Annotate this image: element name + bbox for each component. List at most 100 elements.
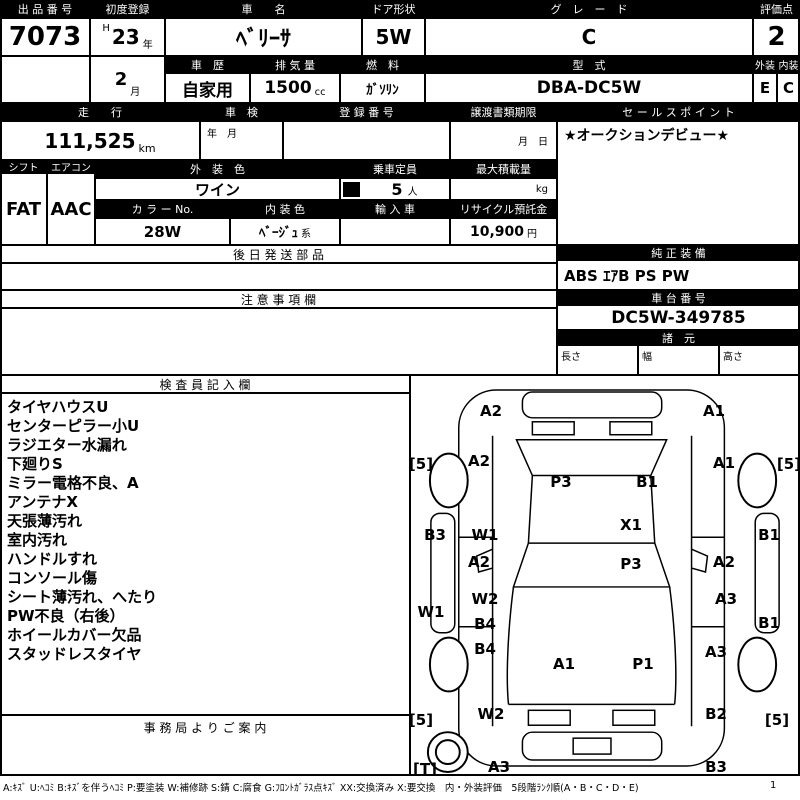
year-value: 23 <box>111 25 140 49</box>
damage-code-label: B4 <box>474 640 496 658</box>
left-rocker-panel <box>430 512 456 634</box>
inspector-note: 天張薄汚れ <box>7 512 83 530</box>
inspector-note: コンソール傷 <box>7 569 98 587</box>
damage-code-label: A2 <box>712 553 736 571</box>
right-rocker-panel <box>754 512 780 634</box>
damage-code-label: W1 <box>471 526 499 544</box>
inspector-note: 室内汚れ <box>7 531 68 549</box>
headlight-left <box>527 709 571 726</box>
damage-code-label: W1 <box>417 603 445 621</box>
tail-light-left <box>531 421 575 436</box>
sales-point-value: ★オークションデビュー★ <box>557 121 800 245</box>
rear-right-wheel <box>737 452 778 509</box>
shaken-value: 年 月 <box>200 121 283 160</box>
damage-code-label: P1 <box>632 655 654 673</box>
car-body-outline <box>458 389 726 767</box>
exterior-score-value: E <box>753 73 777 103</box>
inspector-note: タイヤハウスU <box>7 398 109 416</box>
mileage-value: 111,525 km <box>0 121 200 160</box>
office-info-label: 事 務 局 よ り ご 案 内 <box>143 721 267 735</box>
damage-code-label: [5] <box>408 711 434 729</box>
capacity-marker <box>343 181 360 197</box>
model-code-header: 型 式 <box>425 56 753 73</box>
first-registration-header: 初度登録 <box>90 0 165 18</box>
headlight-right <box>612 709 656 726</box>
color-number-value: 28W <box>95 218 230 245</box>
first-registration-month: 2 月 <box>90 56 165 103</box>
aircon-value: AAC <box>47 173 95 245</box>
interior-color-suffix: 系 <box>301 229 311 240</box>
damage-code-label: A3 <box>704 643 728 661</box>
tail-light-right <box>609 421 653 436</box>
spec-width-label: 幅 <box>642 352 652 363</box>
inspector-note: PW不良（右後） <box>7 607 125 625</box>
damage-code-label: X1 <box>619 516 643 534</box>
shift-header: シフト <box>0 160 47 173</box>
spec-width-cell: 幅 <box>638 345 719 375</box>
damage-code-label: A2 <box>467 452 491 470</box>
damage-code-label: P3 <box>550 473 572 491</box>
transfer-deadline-value: 月 日 <box>450 121 557 160</box>
late-shipped-parts-header: 後 日 発 送 部 品 <box>0 245 557 263</box>
transfer-deadline-header: 譲渡書類期限 <box>450 103 557 121</box>
recycle-unit: 円 <box>527 229 538 240</box>
registration-number-value <box>283 121 450 160</box>
damage-code-label: B1 <box>758 526 780 544</box>
car-diagram-svg <box>426 389 780 773</box>
mileage-number: 111,525 <box>44 128 136 153</box>
front-left-wheel <box>428 636 469 693</box>
max-load-value: kg <box>450 178 557 200</box>
page-number: 1 <box>770 780 777 791</box>
recycle-amount: 10,900 <box>469 223 525 240</box>
damage-code-label: A3 <box>487 758 511 776</box>
rear-bumper <box>521 391 663 419</box>
hood-left-line <box>506 586 515 705</box>
score-value: 2 <box>753 18 800 56</box>
right-mirror <box>691 548 709 573</box>
displacement-header: 排 気 量 <box>250 56 340 73</box>
spec-height-cell: 高さ <box>719 345 800 375</box>
capacity-number: 5 人 <box>391 179 418 199</box>
inspector-note: ホイールカバー欠品 <box>7 626 142 644</box>
spec-header: 諸 元 <box>557 330 800 345</box>
rear-left-wheel <box>428 452 469 509</box>
inspector-notes-header: 検 査 員 記 入 欄 <box>0 375 410 393</box>
spec-length-label: 長さ <box>561 352 581 363</box>
spec-length-cell: 長さ <box>557 345 638 375</box>
damage-code-label: [5] <box>776 455 800 473</box>
aircon-header: エアコン <box>47 160 95 173</box>
model-code-value: DBA-DC5W <box>425 73 753 103</box>
fuel-header: 燃 料 <box>340 56 425 73</box>
inspector-note: センターピラー小U <box>7 417 140 435</box>
shaken-header: 車 検 <box>200 103 283 121</box>
displacement-number: 1500 <box>264 78 312 98</box>
interior-color-header: 内 装 色 <box>230 200 340 218</box>
history-value: 自家用 <box>165 73 250 103</box>
max-load-header: 最大積載量 <box>450 160 557 178</box>
mileage-unit: km <box>138 142 156 155</box>
car-name-value: ﾍﾞﾘｰｻ <box>165 18 362 56</box>
door-shape-value: 5W <box>362 18 425 56</box>
interior-color-name: ﾍﾞｰｼﾞｭ <box>259 226 298 241</box>
front-right-wheel <box>737 636 778 693</box>
late-shipped-parts-value <box>0 263 557 290</box>
interior-color-value: ﾍﾞｰｼﾞｭ 系 <box>230 218 340 245</box>
first-registration-year: H 23 年 <box>90 18 165 56</box>
registration-number-header: 登 録 番 号 <box>283 103 450 121</box>
inspector-note: ラジエター水漏れ <box>7 436 127 454</box>
inspector-note: スタッドレスタイヤ <box>7 645 142 663</box>
displacement-unit: cc <box>314 87 326 98</box>
caution-notes-header: 注 意 事 項 欄 <box>0 290 557 308</box>
exterior-color-header: 外 装 色 <box>95 160 340 178</box>
damage-code-label: A2 <box>467 553 491 571</box>
damage-code-label: B3 <box>705 758 727 776</box>
color-number-header: カ ラ ー No. <box>95 200 230 218</box>
damage-code-label: A1 <box>712 454 736 472</box>
damage-code-label: B1 <box>758 614 780 632</box>
genuine-equipment-value: ABS ｴｱB PS PW <box>557 260 800 290</box>
sales-point-header: セ ー ル ス ポ イ ン ト <box>557 103 800 121</box>
